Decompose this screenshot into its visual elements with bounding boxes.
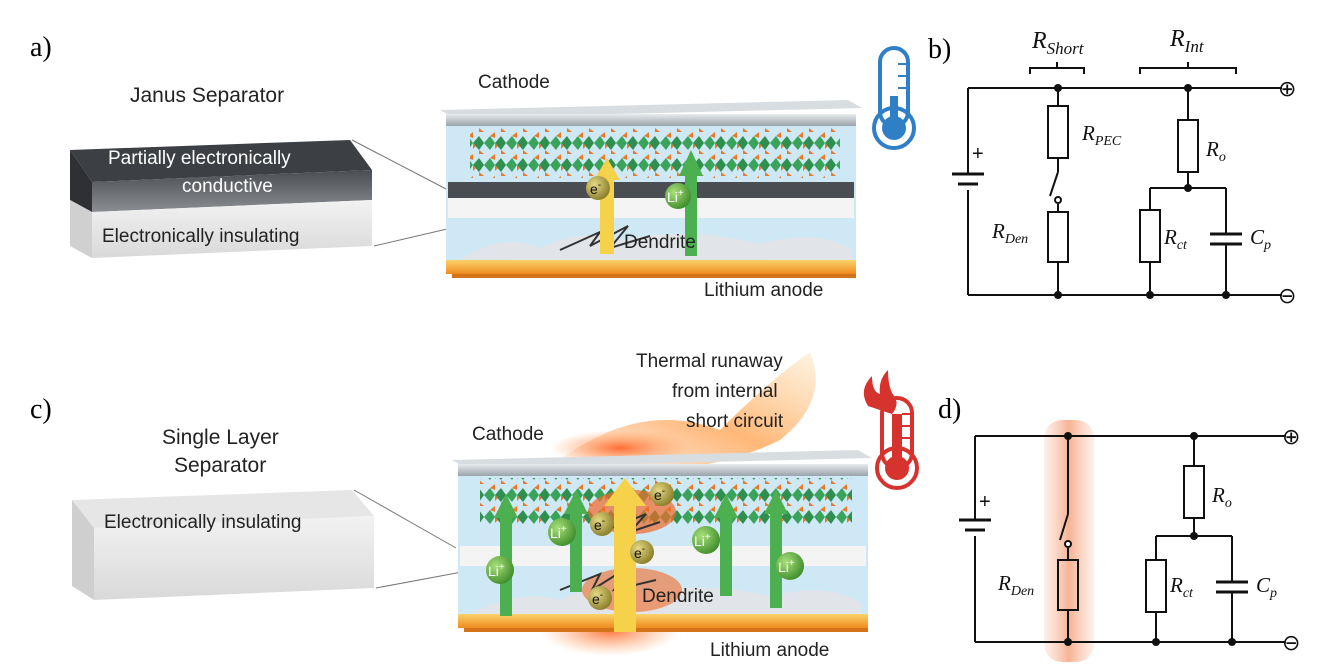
- circuit-b-nodes: [1054, 84, 1230, 299]
- label-c-p-b: Cp: [1250, 225, 1271, 253]
- electron-particle: [630, 540, 654, 564]
- lithium-ion-label: Li+: [550, 524, 567, 541]
- panel-label-a: a): [30, 32, 52, 63]
- label-r-int: RInt: [1169, 26, 1205, 56]
- circuit-b: [952, 62, 1282, 296]
- lithium-ion-particle: [665, 183, 691, 209]
- label-r-short: RShort: [1031, 28, 1085, 58]
- single-layer-title-2: Separator: [174, 454, 266, 477]
- lithium-ion-particle: [486, 556, 514, 584]
- label-r-ct-b: Rct: [1163, 225, 1188, 253]
- cell-c-cathode-label: Cathode: [472, 424, 544, 445]
- electron-label: e-: [590, 180, 601, 197]
- single-layer-title-1: Single Layer: [162, 426, 279, 449]
- cell-a-anode-label: Lithium anode: [704, 280, 823, 301]
- battery-plus-b: +: [972, 143, 984, 165]
- terminal-minus-d: ⊖: [1282, 631, 1300, 656]
- thermometer-cool-icon: [872, 46, 916, 150]
- thermometer-hot-icon: [863, 370, 919, 490]
- electron-particle: [650, 482, 674, 506]
- single-layer-separator-block: [72, 490, 374, 600]
- cell-a-cathode-label: Cathode: [478, 72, 550, 93]
- panel-label-c: c): [30, 394, 52, 425]
- panel-label-b: b): [928, 34, 951, 65]
- electron-label: e-: [654, 486, 665, 503]
- terminal-minus-b: ⊖: [1278, 284, 1296, 309]
- connector-line: [375, 571, 463, 589]
- lithium-ion-label: Li+: [667, 188, 684, 205]
- electron-particle: [586, 176, 610, 200]
- cell-a: [440, 100, 862, 278]
- lithium-ion-particle: [548, 518, 576, 546]
- label-r-pec: RPEC: [1081, 121, 1122, 149]
- single-layer-label: Electronically insulating: [104, 512, 302, 533]
- electron-particle: [590, 512, 614, 536]
- circuit-d-nodes: [1064, 432, 1236, 646]
- lithium-ion-label: Li+: [488, 562, 505, 579]
- connector-line: [373, 225, 461, 247]
- connector-line: [351, 139, 449, 191]
- cell-a-dendrite-label: Dendrite: [624, 232, 696, 253]
- janus-top-layer-label-2: conductive: [182, 176, 273, 197]
- connector-line: [353, 489, 457, 549]
- janus-bottom-layer-label: Electronically insulating: [102, 226, 300, 247]
- electron-label: e-: [634, 544, 645, 561]
- label-r-o-b: Ro: [1205, 137, 1226, 165]
- lithium-ion-particle: [692, 526, 720, 554]
- terminal-plus-b: ⊕: [1278, 77, 1296, 102]
- electron-particle: [588, 586, 612, 610]
- label-r-den-b: RDen: [991, 219, 1028, 247]
- battery-plus-d: +: [979, 491, 991, 513]
- cell-c-dendrite-label: Dendrite: [642, 586, 714, 607]
- label-r-o-d: Ro: [1211, 483, 1232, 511]
- label-r-den-d: RDen: [997, 571, 1034, 599]
- lithium-ion-label: Li+: [694, 532, 711, 549]
- lithium-ion-label: Li+: [778, 558, 795, 575]
- panel-label-d: d): [938, 394, 961, 425]
- lithium-ion-particle: [776, 552, 804, 580]
- label-c-p-d: Cp: [1256, 573, 1277, 601]
- janus-top-layer-label-1: Partially electronically: [108, 148, 291, 169]
- janus-separator-title: Janus Separator: [130, 84, 284, 107]
- electron-arrow-c: [604, 478, 646, 632]
- label-r-ct-d: Rct: [1169, 573, 1194, 601]
- circuit-d: [959, 435, 1286, 643]
- janus-separator-block: [70, 140, 372, 258]
- runaway-line-3: short circuit: [686, 411, 784, 432]
- runaway-line-1: Thermal runaway: [636, 351, 783, 372]
- runaway-line-2: from internal: [672, 381, 778, 402]
- electron-label: e-: [594, 516, 605, 533]
- electron-label: e-: [592, 590, 603, 607]
- cell-c-anode-label: Lithium anode: [710, 640, 829, 661]
- terminal-plus-d: ⊕: [1282, 425, 1300, 450]
